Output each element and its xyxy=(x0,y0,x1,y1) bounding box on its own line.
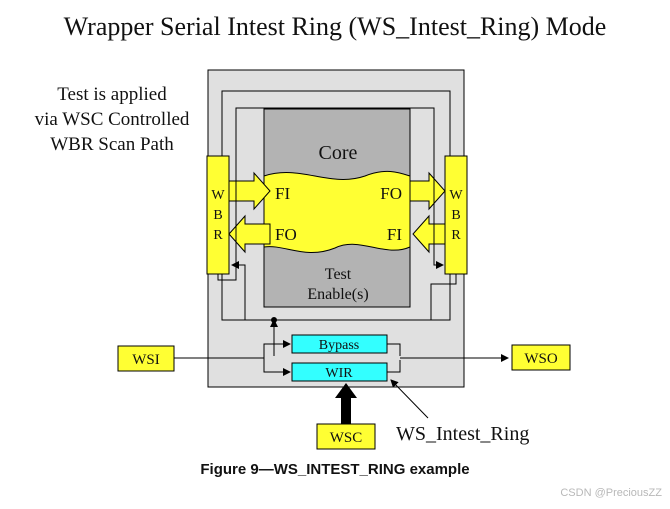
wbr-right-r: R xyxy=(451,228,461,243)
wire-wsi-to-bypass xyxy=(263,340,291,358)
wbr-right-w: W xyxy=(449,188,463,203)
note-line-3: WBR Scan Path xyxy=(50,134,174,155)
watermark: CSDN @PreciousZZ xyxy=(560,487,662,499)
arrow-left-wbr-to-fi xyxy=(228,171,271,211)
scan-path-note: Test is applied via WSC Controlled WBR S… xyxy=(12,82,212,157)
core-wavy-band xyxy=(263,170,411,253)
wire-wir-out xyxy=(387,360,401,373)
wsc-thick-arrow xyxy=(335,383,357,424)
wso-label: WSO xyxy=(524,351,558,367)
wbr-left-r: R xyxy=(213,228,223,243)
wbr-left-b: B xyxy=(213,208,222,223)
test-enable-junction xyxy=(271,317,277,323)
wsc-label: WSC xyxy=(330,430,363,446)
wsi-label: WSI xyxy=(132,352,160,368)
note-line-2: via WSC Controlled xyxy=(34,109,190,130)
wsi-box xyxy=(117,345,175,372)
diagram-title: Wrapper Serial Intest Ring (WS_Intest_Ri… xyxy=(63,12,607,41)
core-fi-top: FI xyxy=(275,184,290,203)
arrow-fo-to-right-wbr xyxy=(409,171,446,211)
arrow-right-wbr-to-fi xyxy=(412,214,446,254)
note-line-1: Test is applied xyxy=(57,84,167,105)
mode-pointer-line xyxy=(390,379,429,419)
core-label: Core xyxy=(319,142,358,164)
mode-label: WS_Intest_Ring xyxy=(396,423,529,445)
wire-right-wbr-bottom-to-left-wbr xyxy=(231,261,457,321)
wbr-right-b: B xyxy=(451,208,460,223)
core-fo-bottom: FO xyxy=(275,225,297,244)
wso-box xyxy=(511,344,571,371)
test-enable-line-2: Enable(s) xyxy=(307,286,368,303)
arrow-fo-to-left-wbr xyxy=(228,214,271,254)
bypass-label: Bypass xyxy=(319,338,359,353)
figure-caption: Figure 9—WS_INTEST_RING example xyxy=(200,461,470,478)
wire-left-wbr-to-right-wbr xyxy=(217,107,444,281)
core-fi-bottom: FI xyxy=(387,225,402,244)
wir-label: WIR xyxy=(325,366,353,381)
wire-bypass-out xyxy=(387,343,401,356)
test-enable-line-1: Test xyxy=(325,266,352,283)
core-fo-top: FO xyxy=(380,184,402,203)
wbr-left-w: W xyxy=(211,188,225,203)
wire-wsi-to-wir xyxy=(263,358,291,376)
